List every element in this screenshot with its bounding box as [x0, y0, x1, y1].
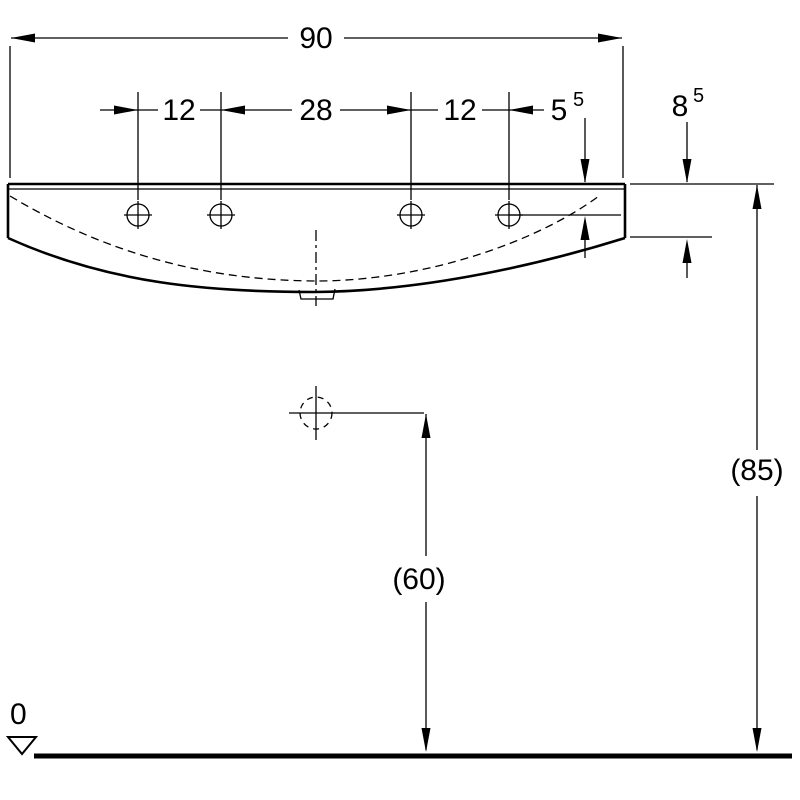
dim-arrow	[580, 216, 590, 240]
dim-arrow	[114, 105, 138, 115]
dim-arrow	[752, 185, 762, 209]
dim-label-rim-height: 8	[672, 90, 689, 123]
dim-label-overall-width: 90	[299, 22, 332, 55]
dim-arrow	[11, 33, 35, 43]
drain-outlet-mark	[289, 386, 424, 440]
floor-datum: 0	[5, 698, 792, 759]
dim-arrow	[752, 728, 762, 752]
dim-overall-height: (85)	[730, 185, 784, 752]
dim-label-spacing-left: 12	[162, 94, 195, 127]
drain-boss	[298, 288, 336, 300]
dim-label-drain-outlet-height: (60)	[392, 563, 445, 596]
dim-label-hole-offset: 5	[551, 94, 568, 127]
dim-arrow	[580, 159, 590, 183]
dim-arrow	[387, 105, 411, 115]
dim-label-hole-offset-sup: 5	[573, 89, 584, 111]
dim-drain-outlet-height: (60)	[392, 414, 446, 752]
tap-hole-3	[397, 201, 425, 229]
tap-hole-2	[207, 201, 235, 229]
dim-rim-height: 8 5	[630, 85, 712, 278]
dim-arrow	[598, 33, 622, 43]
dim-arrow	[421, 414, 431, 438]
dim-tap-hole-spacing: 12 28 12	[100, 92, 544, 200]
tap-hole-1	[124, 201, 152, 229]
dim-arrow	[421, 728, 431, 752]
dim-label-spacing-center: 28	[299, 94, 332, 127]
dim-overall-width: 90	[9, 22, 624, 178]
tap-holes	[124, 201, 523, 229]
bowl-hidden-contour	[9, 195, 600, 282]
dim-label-spacing-right: 12	[443, 94, 476, 127]
dim-arrow	[682, 159, 692, 183]
basin-outline	[6, 182, 627, 306]
basin-bottom-contour	[7, 236, 626, 294]
dim-label-overall-height: (85)	[730, 454, 783, 487]
datum-triangle-icon	[5, 736, 39, 756]
dim-arrow	[682, 239, 692, 263]
dim-label-rim-height-sup: 5	[693, 85, 704, 107]
dim-hole-offset: 5 5	[509, 89, 621, 258]
datum-zero-label: 0	[10, 698, 27, 731]
